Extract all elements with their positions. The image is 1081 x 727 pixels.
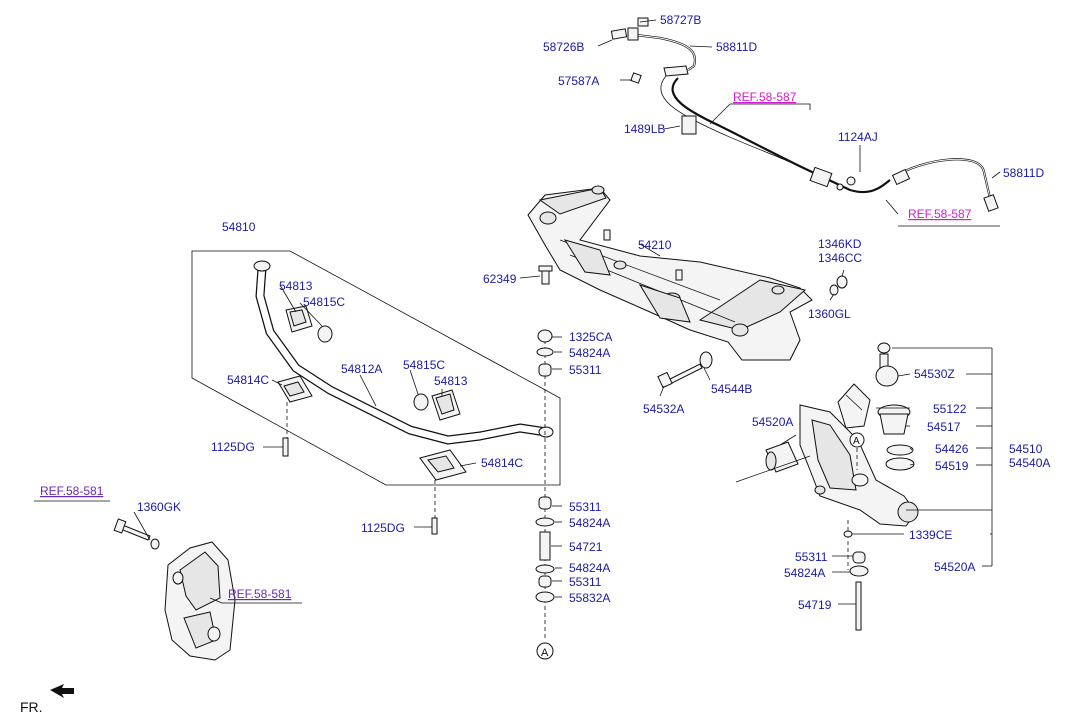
- label-54815C-a[interactable]: 54815C: [303, 295, 345, 309]
- caliper-bracket: [164, 541, 236, 661]
- label-54520A-1[interactable]: 54520A: [752, 415, 793, 429]
- bracket-54814C-a-icon: [277, 375, 313, 403]
- label-55311-2[interactable]: 55311: [569, 500, 602, 514]
- label-54719[interactable]: 54719: [798, 598, 832, 612]
- label-54540A[interactable]: 54540A: [1009, 456, 1050, 470]
- label-54824A-2[interactable]: 54824A: [569, 516, 610, 530]
- label-55311-1[interactable]: 55311: [569, 363, 602, 377]
- ref-link-58-587-top[interactable]: REF.58-587: [733, 90, 797, 104]
- bushing-54815C-a-icon: [317, 325, 333, 343]
- label-1124AJ[interactable]: 1124AJ: [838, 130, 878, 144]
- label-62349[interactable]: 62349: [483, 272, 517, 286]
- label-54824A-3[interactable]: 54824A: [569, 561, 610, 575]
- label-54519[interactable]: 54519: [935, 459, 969, 473]
- label-1489LB[interactable]: 1489LB: [624, 122, 665, 136]
- boot-54517-icon: [877, 404, 911, 435]
- reference-a-marker: [536, 642, 554, 660]
- label-54426[interactable]: 54426: [935, 442, 969, 456]
- label-54532A[interactable]: 54532A: [643, 402, 684, 416]
- ref-link-58-581-left[interactable]: REF.58-581: [40, 484, 104, 498]
- label-54510[interactable]: 54510: [1009, 442, 1043, 456]
- reference-a-arm-letter: A: [853, 436, 860, 447]
- bolt-54532A-icon: [657, 351, 713, 389]
- reference-a-arm-marker: [849, 432, 865, 448]
- label-54517[interactable]: 54517: [927, 420, 961, 434]
- leader-lines: [34, 19, 1001, 605]
- ring-54426-icon: [886, 444, 914, 456]
- label-54814C-a[interactable]: 54814C: [227, 373, 269, 387]
- label-1346KD[interactable]: 1346KD: [818, 237, 862, 251]
- label-54812A[interactable]: 54812A: [341, 362, 382, 376]
- label-1125DG-a[interactable]: 1125DG: [211, 440, 255, 454]
- brake-hose-assembly: [610, 17, 999, 212]
- stabilizer-bar: [253, 260, 554, 445]
- bracket-54814C-b-icon: [419, 449, 467, 481]
- bolt-62349-icon: [538, 265, 553, 285]
- label-54824A-1[interactable]: 54824A: [569, 346, 610, 360]
- bolt-1125DG-b-icon: [431, 517, 438, 535]
- bracket-icon: [681, 115, 697, 135]
- ref-link-58-581-mid[interactable]: REF.58-581: [228, 587, 292, 601]
- stabilizer-link-stack: [535, 329, 555, 660]
- front-direction-arrow-icon: [50, 684, 74, 698]
- label-54530Z[interactable]: 54530Z: [914, 367, 955, 381]
- label-55311-3[interactable]: 55311: [569, 575, 602, 589]
- ref-link-58-587-right[interactable]: REF.58-587: [908, 207, 972, 221]
- label-1360GL[interactable]: 1360GL: [808, 307, 851, 321]
- bushing-54813-a-icon: [285, 305, 313, 333]
- ring-54519-icon: [885, 457, 915, 471]
- label-54813-b[interactable]: 54813: [434, 374, 468, 388]
- bushing-54815C-b-icon: [413, 393, 429, 411]
- bushing-54520A-icon: [765, 441, 799, 473]
- label-58811D-right[interactable]: 58811D: [1003, 166, 1044, 180]
- bolt-1125DG-a-icon: [282, 437, 289, 457]
- nut-1346-icon: [829, 275, 848, 296]
- bolt-54719-icon: [855, 581, 862, 631]
- hose-fitting-icon: [627, 27, 639, 41]
- label-1346CC[interactable]: 1346CC: [818, 251, 862, 265]
- label-1360GK[interactable]: 1360GK: [137, 500, 181, 514]
- label-55122[interactable]: 55122: [933, 402, 967, 416]
- label-58727B[interactable]: 58727B: [660, 13, 701, 27]
- label-1339CE[interactable]: 1339CE: [909, 528, 952, 542]
- callout-labels: 58727B 58726B 58811D 57587A REF.58-587 1…: [20, 13, 1050, 715]
- crossmember-assembly: [527, 185, 813, 361]
- label-1325CA[interactable]: 1325CA: [569, 330, 612, 344]
- label-1125DG-b[interactable]: 1125DG: [361, 521, 405, 535]
- label-54520A-2[interactable]: 54520A: [934, 560, 975, 574]
- label-58811D-top[interactable]: 58811D: [716, 40, 757, 54]
- label-54813-a[interactable]: 54813: [279, 279, 313, 293]
- label-54815C-b[interactable]: 54815C: [403, 358, 445, 372]
- label-57587A[interactable]: 57587A: [558, 74, 599, 88]
- label-55311-4[interactable]: 55311: [795, 550, 828, 564]
- reference-a-letter: A: [541, 647, 549, 659]
- bolt-1360GK-icon: [113, 518, 160, 550]
- label-54721[interactable]: 54721: [569, 540, 603, 554]
- label-55832A[interactable]: 55832A: [569, 591, 610, 605]
- label-54544B[interactable]: 54544B: [711, 382, 752, 396]
- dust-boot-55122-icon: [837, 383, 871, 429]
- lower-control-arm: [799, 404, 919, 527]
- label-54210[interactable]: 54210: [638, 238, 672, 252]
- front-direction-label: FR.: [20, 699, 43, 715]
- label-54814C-b[interactable]: 54814C: [481, 456, 523, 470]
- label-58726B[interactable]: 58726B: [543, 40, 584, 54]
- stabilizer-group-frame: [191, 250, 561, 486]
- ball-joint-54530Z-icon: [875, 342, 899, 387]
- label-54824A-4[interactable]: 54824A: [784, 566, 825, 580]
- bushing-54813-b-icon: [431, 389, 461, 421]
- label-54810[interactable]: 54810: [222, 220, 256, 234]
